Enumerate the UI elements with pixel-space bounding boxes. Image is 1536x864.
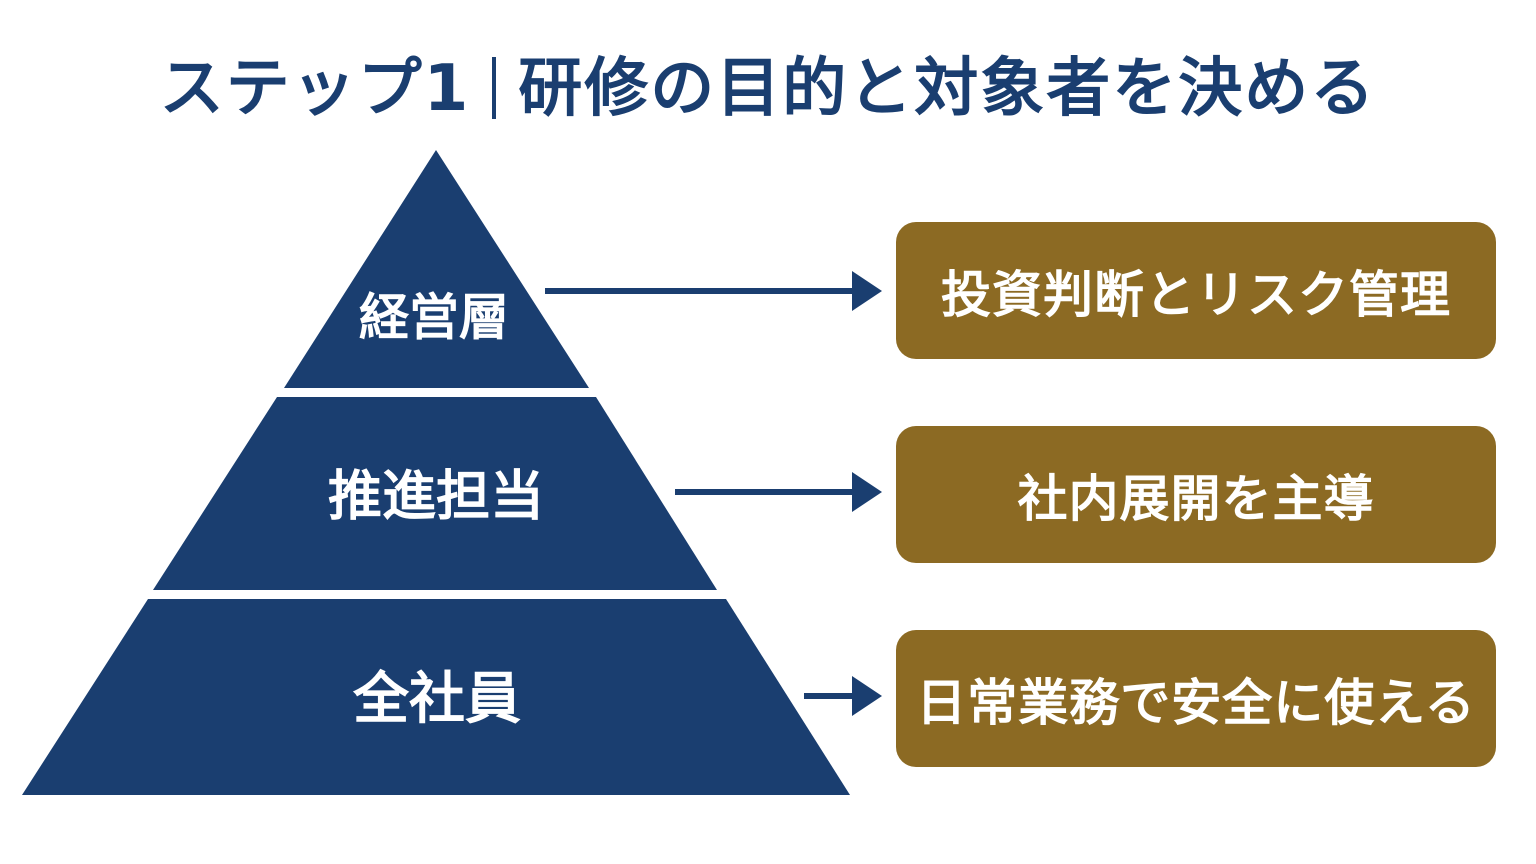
title-separator [492,57,497,120]
pyramid-tier-top [284,150,589,388]
goal-text-all-employees: 日常業務で安全に使える [916,673,1476,732]
goal-text-executives: 投資判断とリスク管理 [941,265,1451,324]
pyramid-tier-middle [153,397,717,590]
tier-label-all-employees: 全社員 [352,667,521,732]
title-text: 研修の目的と対象者を決める [518,52,1377,126]
arrow-top [545,271,882,311]
goal-box-executives: 投資判断とリスク管理 [896,222,1496,359]
page-title: ステップ1 研修の目的と対象者を決める [0,44,1536,134]
arrow-bottom [804,676,882,716]
goal-box-all-employees: 日常業務で安全に使える [896,630,1496,767]
tier-label-executives: 経営層 [359,289,509,347]
goal-box-promoters: 社内展開を主導 [896,426,1496,563]
arrow-middle [675,472,882,512]
goal-text-promoters: 社内展開を主導 [1017,469,1375,528]
pyramid-tier-bottom [22,599,850,795]
title-step: ステップ1 [159,52,471,126]
tier-label-promoters: 推進担当 [328,465,544,528]
